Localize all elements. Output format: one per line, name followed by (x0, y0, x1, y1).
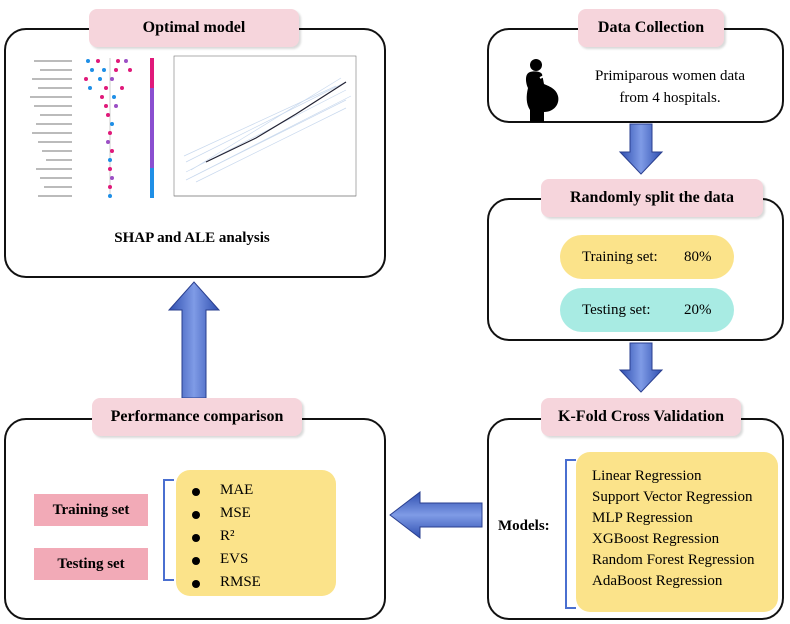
testing-set-tag: Testing set (34, 548, 148, 580)
bullet-icon (192, 580, 200, 588)
optimal-model-title: Optimal model (89, 9, 299, 47)
metrics-list: MAE MSE R² EVS RMSE (176, 470, 336, 596)
model-item: AdaBoost Regression (592, 573, 723, 589)
data-collection-line2: from 4 hospitals. (619, 90, 721, 106)
shap-summary-plot (30, 58, 154, 198)
data-collection-title: Data Collection (578, 9, 724, 47)
metric-item: MAE (220, 482, 254, 498)
training-split-value: 80% (684, 249, 712, 265)
model-item: Linear Regression (592, 468, 702, 484)
bullet-icon (192, 511, 200, 519)
model-item: MLP Regression (592, 510, 693, 526)
training-set-tag: Training set (34, 494, 148, 526)
pregnant-woman-icon (526, 59, 559, 122)
performance-title: Performance comparison (92, 398, 302, 436)
metrics-brace (163, 479, 174, 581)
arrow-down-icon (618, 123, 664, 175)
arrow-down-icon (618, 342, 664, 393)
models-label: Models: (498, 518, 550, 534)
bullet-icon (192, 557, 200, 565)
model-item: Support Vector Regression (592, 489, 753, 505)
metric-item: R² (220, 528, 235, 544)
split-title: Randomly split the data (541, 179, 763, 217)
metric-item: RMSE (220, 574, 261, 590)
model-item: Random Forest Regression (592, 552, 755, 568)
training-split-pill: Training set: 80% (560, 235, 734, 279)
bullet-icon (192, 488, 200, 496)
models-list: Linear Regression Support Vector Regress… (576, 452, 778, 612)
testing-split-value: 20% (684, 302, 712, 318)
bullet-icon (192, 534, 200, 542)
arrow-left-icon (389, 490, 483, 540)
testing-split-pill: Testing set: 20% (560, 288, 734, 332)
testing-split-label: Testing set: (582, 302, 651, 318)
kfold-title: K-Fold Cross Validation (541, 398, 741, 436)
metric-item: MSE (220, 505, 251, 521)
models-brace (565, 459, 576, 609)
metric-item: EVS (220, 551, 249, 567)
ale-plot (173, 55, 357, 197)
shap-ale-figure (30, 55, 357, 198)
data-collection-line1: Primiparous women data (595, 68, 745, 84)
model-item: XGBoost Regression (592, 531, 720, 547)
optimal-model-caption: SHAP and ALE analysis (114, 230, 270, 246)
arrow-up-icon (167, 281, 221, 399)
training-split-label: Training set: (582, 249, 658, 265)
